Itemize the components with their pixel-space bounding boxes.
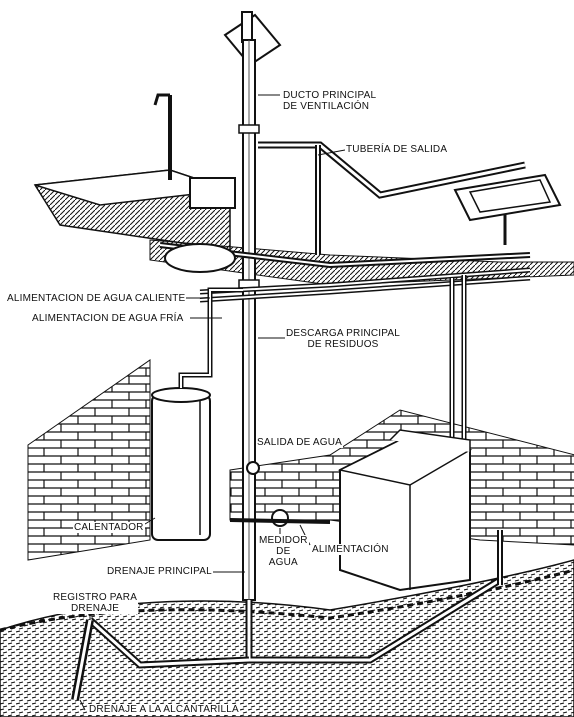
label-cold-water-supply-text: ALIMENTACION DE AGUA FRÍA [32, 313, 184, 324]
label-sewer-drain-text: DRENAJE A LA ALCANTARILLA [89, 704, 239, 715]
shower-head [155, 95, 170, 180]
label-water-outlet: SALIDA DE AGUA [256, 437, 343, 448]
label-sewer-drain: DRENAJE A LA ALCANTARILLA [88, 704, 240, 715]
label-outlet-pipe-text: TUBERÍA DE SALIDA [346, 144, 447, 155]
label-outlet-pipe: TUBERÍA DE SALIDA [345, 144, 448, 155]
label-supply: ALIMENTACIÓN [311, 544, 390, 555]
washer-supply-pipes [452, 275, 464, 440]
label-main-drain: DRENAJE PRINCIPAL [106, 566, 213, 577]
main-vent-stack [239, 40, 259, 600]
label-heater: CALENTADOR [73, 522, 145, 533]
label-main-drain-text: DRENAJE PRINCIPAL [107, 566, 212, 577]
sink [455, 175, 560, 245]
label-hot-water-supply-text: ALIMENTACION DE AGUA CALIENTE [7, 293, 185, 304]
label-water-outlet-text: SALIDA DE AGUA [257, 437, 342, 448]
label-cold-water-supply: ALIMENTACION DE AGUA FRÍA [31, 313, 185, 324]
label-heater-text: CALENTADOR [74, 522, 144, 533]
label-supply-text: ALIMENTACIÓN [312, 544, 389, 555]
label-hot-water-supply: ALIMENTACION DE AGUA CALIENTE [6, 293, 186, 304]
water-heater [152, 290, 243, 540]
